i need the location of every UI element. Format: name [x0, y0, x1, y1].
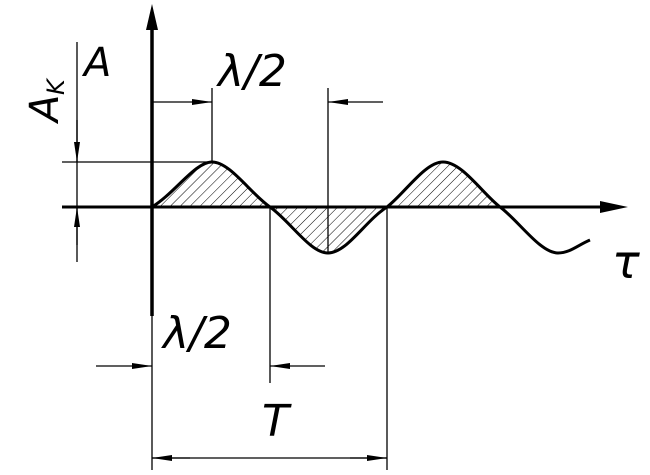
time-axis-arrowhead: [600, 201, 628, 213]
vertical-axis-arrowhead: [146, 4, 158, 30]
label-half-wavelength-bottom: λ/2: [161, 308, 232, 359]
extension-lines: [62, 42, 388, 470]
hatch-lobe-1: [152, 162, 270, 207]
hatch-lobe-3: [387, 162, 500, 207]
label-amplitude-k-sub: K: [42, 77, 70, 95]
label-period: T: [262, 396, 292, 447]
label-amplitude: A: [81, 40, 111, 86]
dimension-arrows: [74, 99, 387, 461]
label-amplitude-k-base: A: [22, 95, 68, 125]
label-time-axis: τ: [612, 235, 640, 289]
label-half-wavelength-top: λ/2: [216, 46, 287, 97]
label-amplitude-k: A K: [22, 77, 70, 125]
